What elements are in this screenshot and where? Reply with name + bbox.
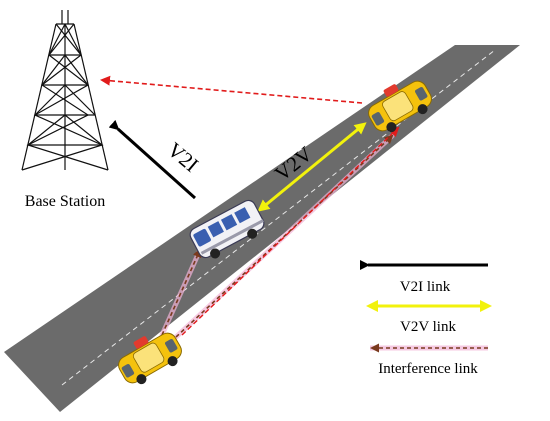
- legend-v2i-label: V2I link: [400, 279, 451, 295]
- v2i-label: V2I: [163, 137, 203, 176]
- v2i-arrow: [108, 119, 197, 200]
- interference-link-to-bus: [161, 248, 202, 336]
- base-station-label: Base Station: [25, 193, 105, 210]
- taxi-icon: [118, 332, 182, 385]
- v2i-signal-arrow: [100, 75, 363, 104]
- base-station-tower-icon: [21, 10, 109, 171]
- legend: V2I link V2V link Interference link: [360, 260, 492, 377]
- legend-v2v-label: V2V link: [400, 319, 456, 335]
- road-center-line: [61, 49, 496, 386]
- taxi-icon: [368, 80, 432, 133]
- legend-interference-label: Interference link: [378, 361, 478, 377]
- v2v-arrow: [257, 122, 367, 212]
- bus-icon: [189, 199, 265, 259]
